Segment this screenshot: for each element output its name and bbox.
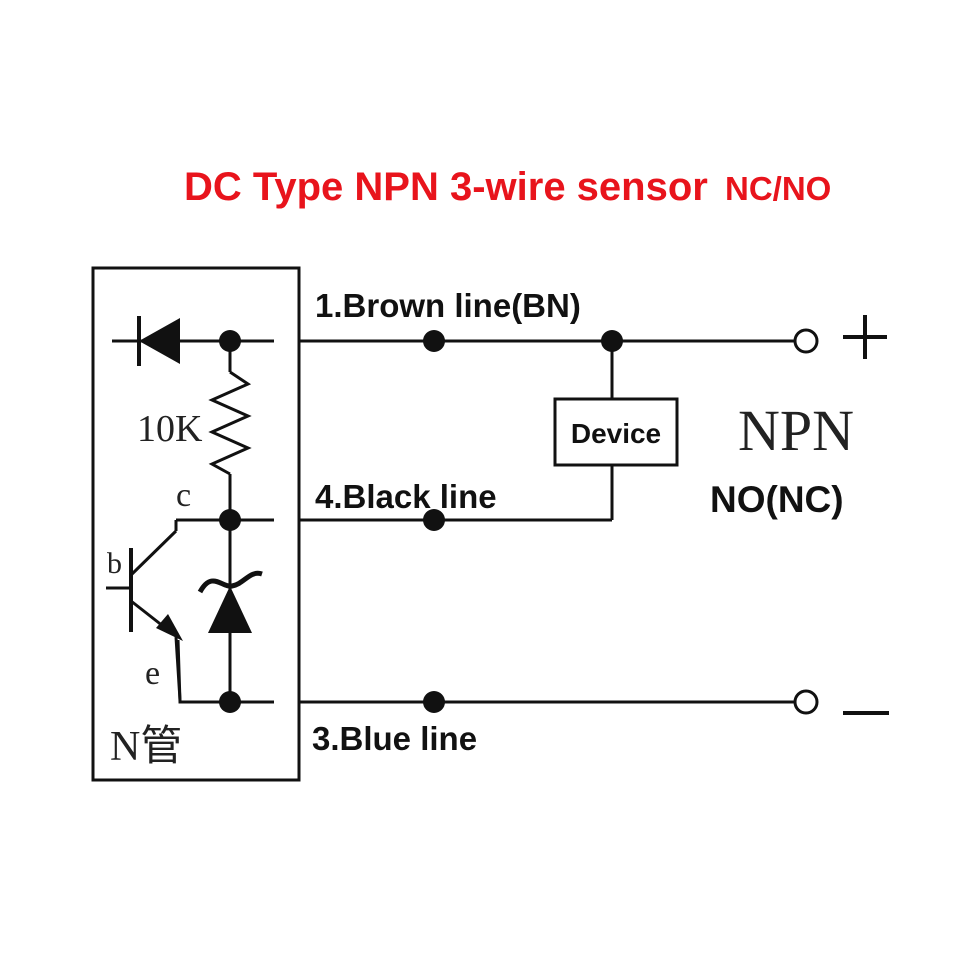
diagram-title: DC Type NPN 3-wire sensor NC/NO (184, 165, 831, 209)
transistor-type-label: N管 (110, 724, 182, 770)
output-mode-label: NO(NC) (710, 479, 844, 520)
junction-brown-wire (423, 330, 445, 352)
positive-terminal (793, 328, 819, 354)
plus-sign-icon (843, 315, 887, 359)
collector-label: c (176, 477, 191, 514)
negative-terminal (793, 689, 819, 715)
emitter-arrow (156, 614, 183, 641)
junction-black-wire (423, 509, 445, 531)
title-main: DC Type NPN 3-wire sensor (184, 165, 708, 209)
junction-blue-wire (423, 691, 445, 713)
resistor-label: 10K (137, 408, 203, 450)
emitter-label: e (145, 655, 160, 692)
blue-line-label: 3.Blue line (312, 720, 477, 757)
junction-emitter (219, 691, 241, 713)
base-label: b (107, 547, 122, 580)
device-label: Device (571, 418, 661, 449)
title-suffix: NC/NO (725, 170, 831, 207)
junction-dots (219, 330, 623, 713)
black-line-label: 4.Black line (315, 478, 497, 515)
zener-diode-symbol (197, 520, 263, 702)
junction-device-top (601, 330, 623, 352)
diode-symbol (137, 316, 180, 366)
brown-line-label: 1.Brown line(BN) (315, 287, 581, 324)
device-box (553, 397, 679, 467)
output-type-label: NPN (738, 398, 854, 463)
emitter-lead (176, 639, 274, 704)
resistor-10k (208, 341, 252, 520)
junction-diode-resistor (219, 330, 241, 352)
sensor-housing (91, 266, 301, 782)
junction-collector (219, 509, 241, 531)
